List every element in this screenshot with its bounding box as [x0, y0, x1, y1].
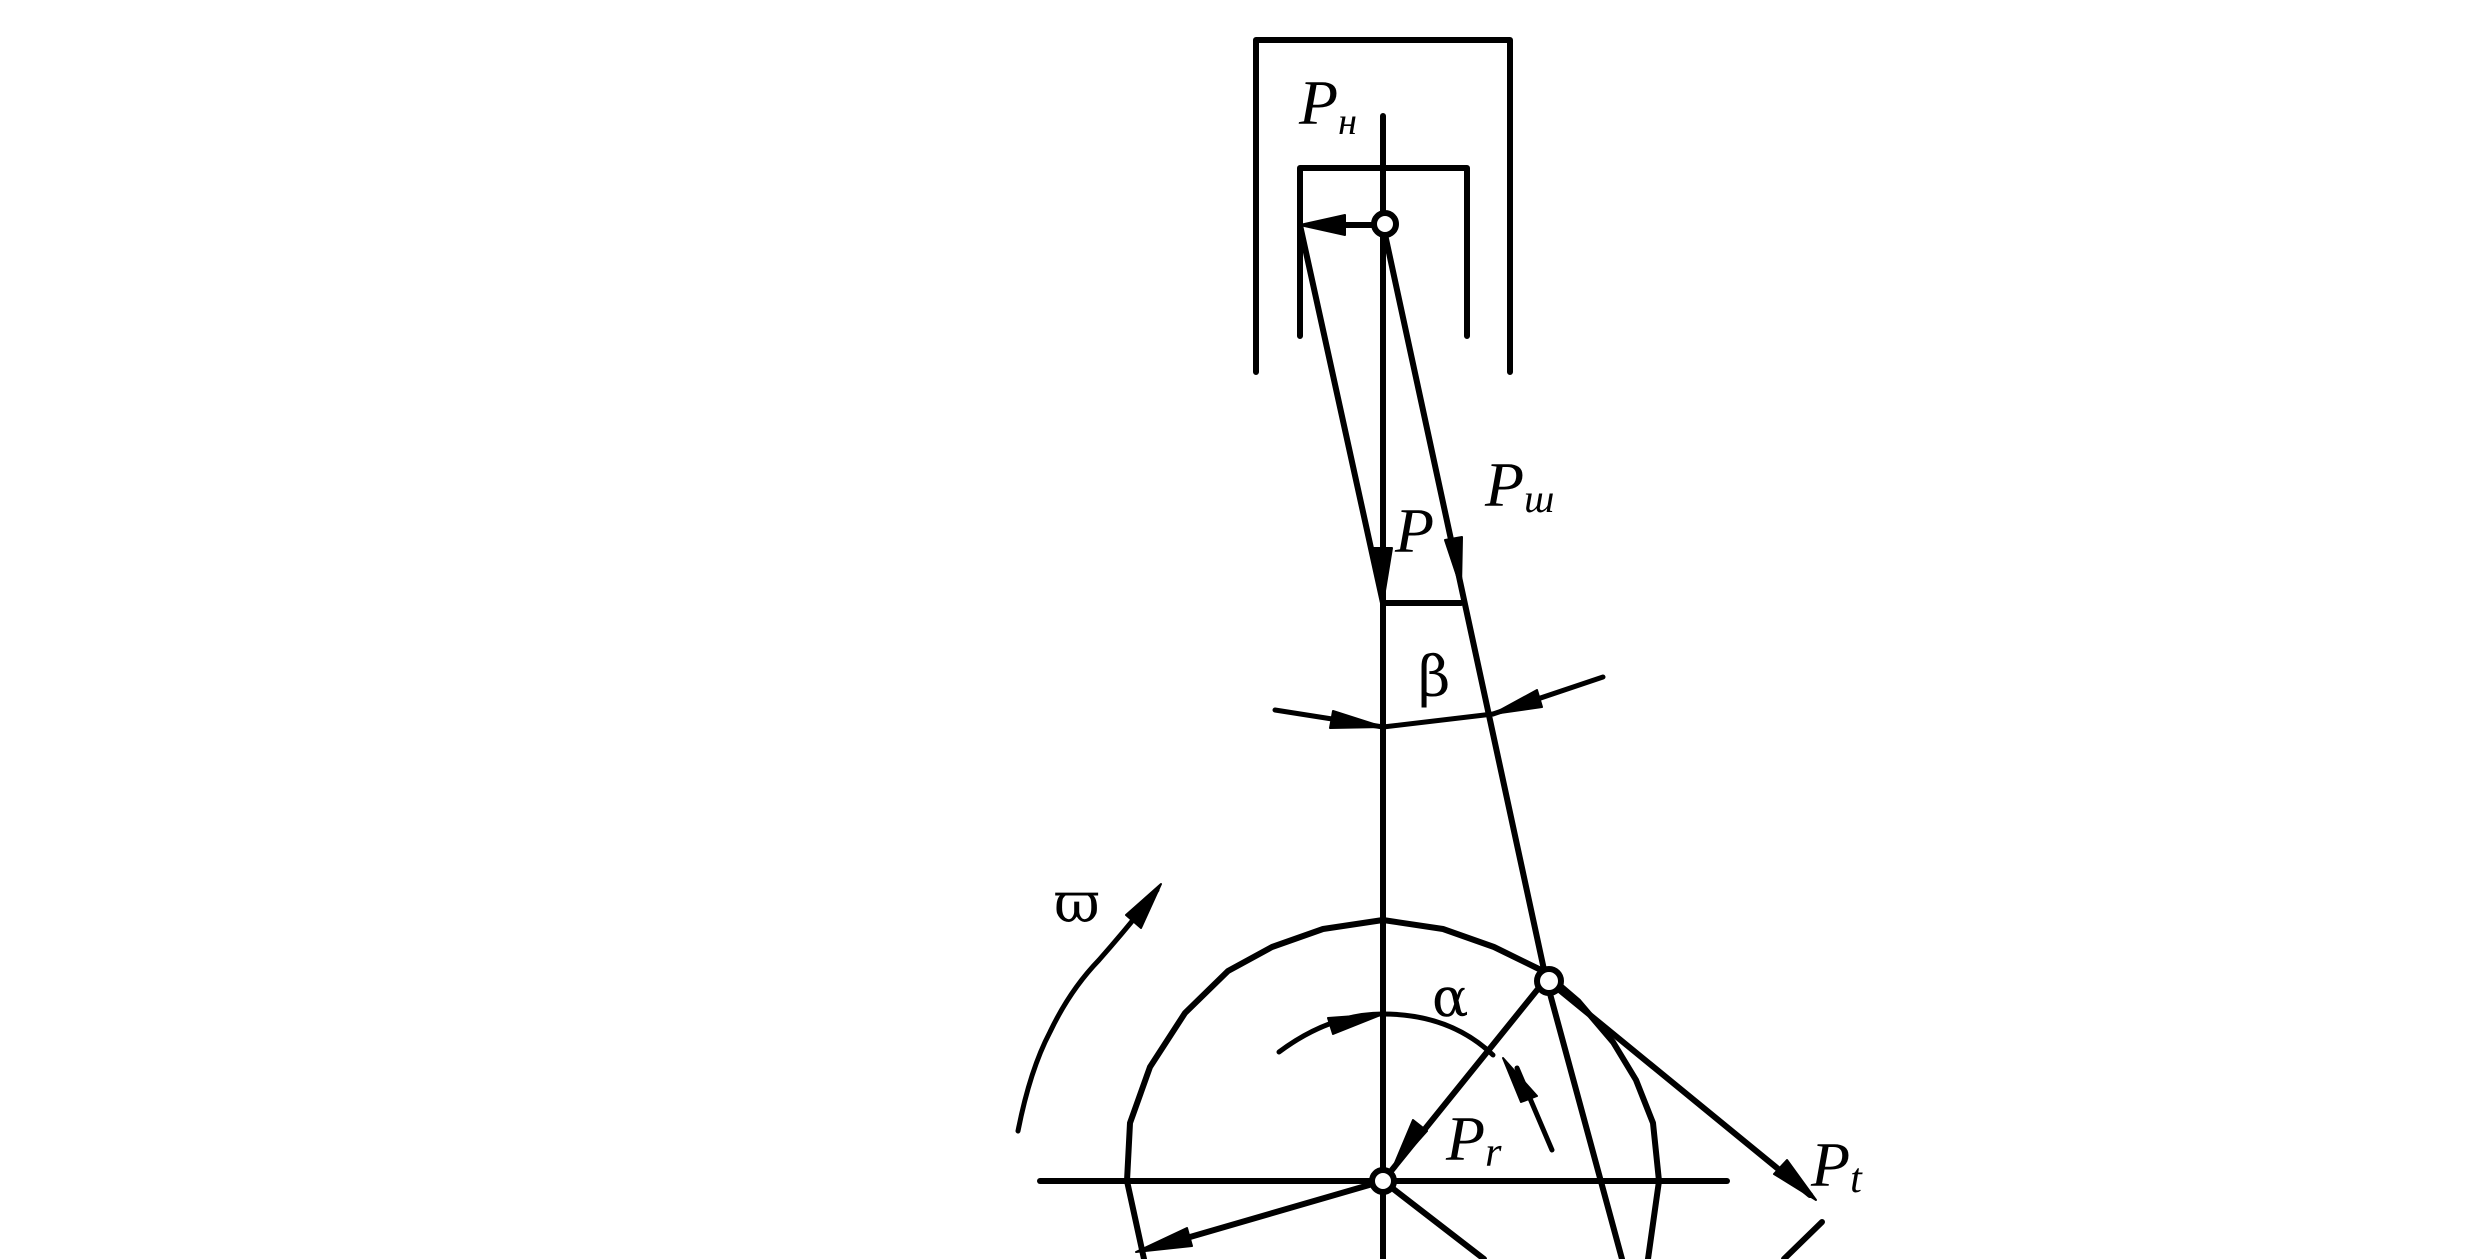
label-alpha: α — [1432, 966, 1468, 1029]
label-p-r-sub: r — [1485, 1130, 1502, 1176]
force-p-side-line — [1297, 222, 1386, 606]
rod-extension-line — [1543, 976, 1625, 1259]
lower-left-force-line — [1187, 1178, 1386, 1240]
label-p-n-sub: н — [1338, 101, 1357, 143]
label-p-n: Pн — [1298, 67, 1357, 143]
lower-right-line — [1380, 1178, 1487, 1259]
crank-pin-joint — [1534, 966, 1564, 996]
cylinder-outline — [1253, 37, 1513, 375]
label-p-t-sub: t — [1850, 1156, 1863, 1202]
lower-left-force-arrowhead — [1135, 1227, 1193, 1253]
label-p: P — [1394, 495, 1434, 566]
crankshaft-centre-joint — [1369, 1167, 1397, 1195]
alpha-right-arrowhead — [1502, 1057, 1538, 1103]
omega-arc — [1015, 887, 1160, 1134]
connecting-rod — [1380, 222, 1549, 982]
label-beta: β — [1418, 645, 1450, 710]
force-pt-perpendicular — [1781, 1219, 1825, 1259]
alpha-left-arrowhead — [1327, 1013, 1384, 1035]
label-p-t-main: P — [1810, 1129, 1850, 1200]
label-p-sh-main: P — [1484, 449, 1524, 520]
crank-circle — [1124, 917, 1662, 1259]
label-p-r-main: P — [1445, 1103, 1485, 1174]
force-psh-arrowhead — [1444, 536, 1463, 589]
force-pt-arrowhead — [1773, 1159, 1817, 1201]
force-pt-line — [1543, 976, 1813, 1198]
force-p-arrowhead — [1373, 547, 1393, 604]
label-p-sh: Pш — [1484, 449, 1554, 521]
omega-arrowhead — [1125, 883, 1162, 929]
label-omega: ϖ — [1054, 871, 1100, 936]
label-p-n-main: P — [1298, 67, 1338, 138]
beta-left-arrowhead — [1329, 710, 1384, 729]
force-pn-arrowhead — [1299, 214, 1346, 236]
force-pr-arrowhead — [1391, 1119, 1428, 1171]
label-p-main: P — [1394, 495, 1434, 566]
label-p-sh-sub: ш — [1524, 476, 1554, 521]
beta-right-arrowhead — [1492, 689, 1543, 715]
label-p-r: Pr — [1445, 1103, 1502, 1176]
label-p-t: Pt — [1810, 1129, 1863, 1202]
beta-dimension-line — [1380, 711, 1496, 730]
piston-pin-joint — [1371, 210, 1399, 238]
